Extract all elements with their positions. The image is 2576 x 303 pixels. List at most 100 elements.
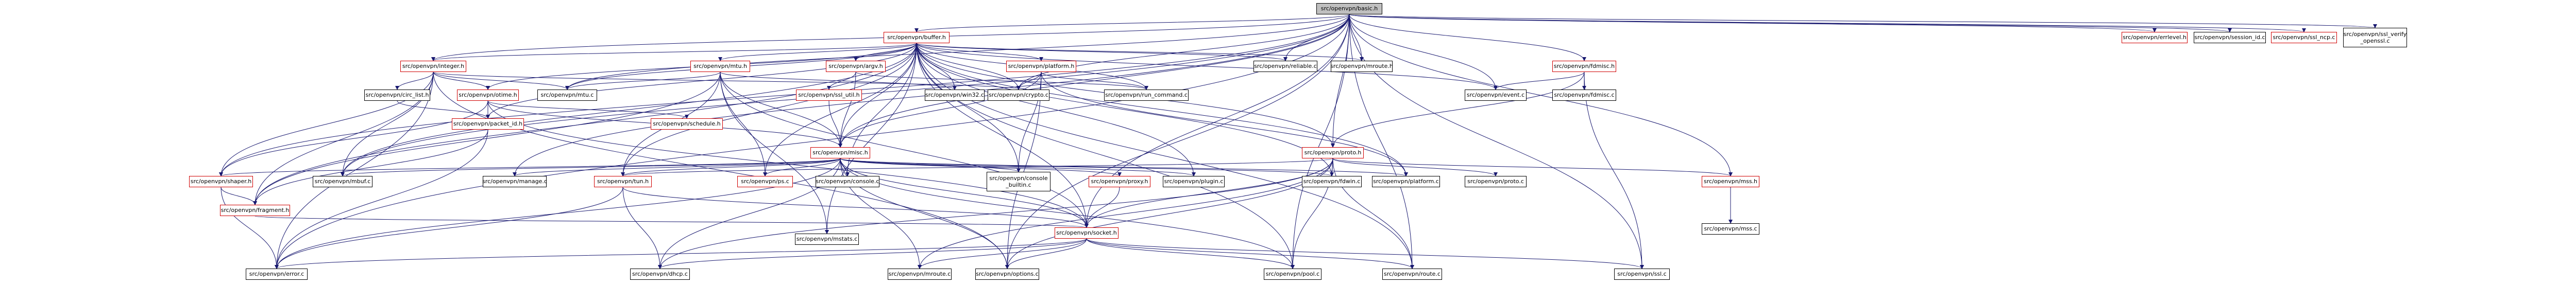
node-misc-h[interactable]: src/openvpn/misc.h (810, 147, 870, 158)
edge-otime-h-to-socket-h (487, 100, 1089, 228)
edge-socket-h-to-pool-c (1086, 238, 1295, 269)
edge-fdmisc-h-to-ssl-c (1584, 72, 1644, 269)
edge-otime-h-to-shaper-h (219, 100, 488, 176)
edge-buffer-h-to-mtu-h (718, 43, 917, 61)
node-console-c[interactable]: src/openvpn/console.c (816, 176, 879, 187)
node-mss-h[interactable]: src/openvpn/mss.h (1702, 176, 1759, 187)
edge-integer-h-to-otime-h (433, 72, 490, 90)
edge-tun-h-to-socket-h (622, 187, 1089, 228)
edge-platform-h-to-options-c (1005, 72, 1042, 269)
edge-socket-h-to-error-c (275, 238, 1087, 269)
node-ssl-util-h[interactable]: src/openvpn/ssl_util.h (796, 90, 862, 101)
node-errlevel-h[interactable]: src/openvpn/errlevel.h (2122, 32, 2188, 43)
edge-basic-h-to-mtu-c (565, 14, 1350, 90)
edge-misc-h-to-manage-c (513, 158, 841, 176)
edge-circ-list-h-to-packet-id-h (397, 100, 490, 119)
node-ssl-verify-openssl-c[interactable]: src/openvpn/ssl_verify _openssl.c (2343, 28, 2407, 47)
node-mstats-c[interactable]: src/openvpn/mstats.c (795, 234, 859, 245)
node-mtu-h[interactable]: src/openvpn/mtu.h (690, 61, 750, 72)
node-session-id-c[interactable]: src/openvpn/session_id.c (2194, 32, 2266, 43)
node-ssl-c[interactable]: src/openvpn/ssl.c (1614, 269, 1670, 280)
edge-otime-h-to-schedule-h (487, 100, 689, 119)
edge-basic-h-to-options-c (1005, 14, 1350, 269)
edge-mtu-h-to-ps-c (720, 72, 767, 176)
edge-mtu-h-to-mstats-c (720, 72, 829, 234)
edge-tun-h-to-error-c (275, 187, 623, 269)
edge-buffer-h-to-platform-h (916, 43, 1043, 61)
node-manage-c[interactable]: src/openvpn/manage.c (482, 176, 547, 187)
node-schedule-h[interactable]: src/openvpn/schedule.h (651, 118, 723, 130)
edge-basic-h-to-errlevel-h (1349, 14, 2157, 32)
edge-buffer-h-to-integer-h (431, 43, 917, 61)
edge-integer-h-to-crypto-c (433, 72, 1021, 90)
node-console-builtin-line2: _builtin.c (1006, 182, 1031, 188)
edge-socket-h-to-mroute-c (918, 238, 1087, 269)
edge-basic-h-to-buffer-h (914, 14, 1350, 32)
node-mroute-h[interactable]: src/openvpn/mroute.h (1330, 61, 1393, 72)
node-error-c[interactable]: src/openvpn/error.c (246, 269, 308, 280)
node-packet-id-h[interactable]: src/openvpn/packet_id.h (452, 118, 524, 130)
node-run-command-c[interactable]: src/openvpn/run_command.c (1104, 90, 1189, 101)
edge-argv-h-to-run-command-c (855, 72, 1148, 90)
node-reliable-c[interactable]: src/openvpn/reliable.c (1253, 61, 1317, 72)
node-options-c[interactable]: src/openvpn/options.c (975, 269, 1039, 280)
node-socket-h[interactable]: src/openvpn/socket.h (1055, 227, 1118, 239)
node-integer-h[interactable]: src/openvpn/integer.h (400, 61, 466, 72)
edge-platform-h-to-console-builtin-c (1016, 72, 1042, 172)
edge-basic-h-to-ssl-ncp-c (1349, 14, 2306, 32)
node-otime-h[interactable]: src/openvpn/otime.h (457, 90, 519, 101)
node-tun-h[interactable]: src/openvpn/tun.h (594, 176, 652, 187)
node-win32-c[interactable]: src/openvpn/win32.c (925, 90, 985, 101)
edge-buffer-h-to-mroute-h (916, 43, 1364, 61)
node-plugin-c[interactable]: src/openvpn/plugin.c (1163, 176, 1225, 187)
node-mtu-c[interactable]: src/openvpn/mtu.c (537, 90, 597, 101)
edge-argv-h-to-ssl-util-h (827, 72, 856, 90)
node-fdwin-c[interactable]: src/openvpn/fdwin.c (1302, 176, 1362, 187)
node-buffer-h[interactable]: src/openvpn/buffer.h (884, 32, 950, 43)
edge-misc-h-to-socket-h (840, 158, 1089, 228)
node-argv-h[interactable]: src/openvpn/argv.h (826, 61, 886, 72)
node-fdmisc-c[interactable]: src/openvpn/fdmisc.c (1552, 90, 1616, 101)
edge-ssl-util-h-to-misc-h (828, 100, 842, 148)
edge-misc-h-to-tun-h (621, 158, 841, 176)
node-pool-c[interactable]: src/openvpn/pool.c (1264, 269, 1321, 280)
node-mss-c[interactable]: src/openvpn/mss.c (1702, 223, 1759, 235)
node-platform-h[interactable]: src/openvpn/platform.h (1006, 61, 1076, 72)
edge-mtu-h-to-fragment-h (253, 72, 721, 205)
edge-buffer-h-to-ps-c (763, 43, 917, 176)
edge-integer-h-to-shaper-h (219, 72, 434, 176)
node-crypto-c[interactable]: src/openvpn/crypto.c (988, 90, 1049, 101)
edge-buffer-h-to-reliable-c (916, 43, 1287, 61)
edge-basic-h-to-event-c (1349, 14, 1498, 90)
node-fragment-h[interactable]: src/openvpn/fragment.h (220, 205, 290, 216)
node-ps-c[interactable]: src/openvpn/ps.c (737, 176, 793, 187)
node-circ-list-h[interactable]: src/openvpn/circ_list.h (364, 90, 430, 101)
node-mroute-c[interactable]: src/openvpn/mroute.c (888, 269, 952, 280)
node-ssl-ncp-c[interactable]: src/openvpn/ssl_ncp.c (2271, 32, 2337, 43)
node-platform-c[interactable]: src/openvpn/platform.c (1372, 176, 1440, 187)
edge-shaper-h-to-fragment-h (221, 187, 257, 205)
edge-fdmisc-h-to-proto-h (1331, 72, 1585, 148)
edge-socket-h-to-ssl-c (1086, 238, 1644, 269)
node-dhcp-c[interactable]: src/openvpn/dhcp.c (630, 269, 690, 280)
node-console-builtin-c[interactable]: src/openvpn/console _builtin.c (987, 172, 1050, 191)
node-mbuf-c[interactable]: src/openvpn/mbuf.c (313, 176, 372, 187)
edge-tun-h-to-dhcp-c (622, 187, 662, 269)
node-shaper-h[interactable]: src/openvpn/shaper.h (189, 176, 253, 187)
edge-proto-h-to-tun-h (621, 158, 1333, 176)
node-console-builtin-line1: src/openvpn/console (989, 175, 1048, 182)
node-proxy-h[interactable]: src/openvpn/proxy.h (1089, 176, 1150, 187)
node-basic-h[interactable]: src/openvpn/basic.h (1316, 3, 1382, 14)
edge-platform-h-to-crypto-c (1016, 72, 1042, 90)
node-event-c[interactable]: src/openvpn/event.c (1465, 90, 1527, 101)
edge-platform-h-to-misc-h (838, 72, 1042, 148)
node-route-c[interactable]: src/openvpn/route.c (1382, 269, 1442, 280)
edge-proxy-h-to-socket-h (1084, 187, 1120, 228)
node-proto-h[interactable]: src/openvpn/proto.h (1302, 147, 1364, 158)
edge-basic-h-to-mss-h (1349, 14, 1733, 176)
edge-basic-h-to-ssl-c (1349, 14, 1644, 269)
edge-proto-h-to-mss-h (1332, 158, 1733, 176)
node-proto-c[interactable]: src/openvpn/proto.c (1465, 176, 1527, 187)
edge-buffer-h-to-packet-id-h (486, 43, 917, 119)
node-fdmisc-h[interactable]: src/openvpn/fdmisc.h (1552, 61, 1616, 72)
